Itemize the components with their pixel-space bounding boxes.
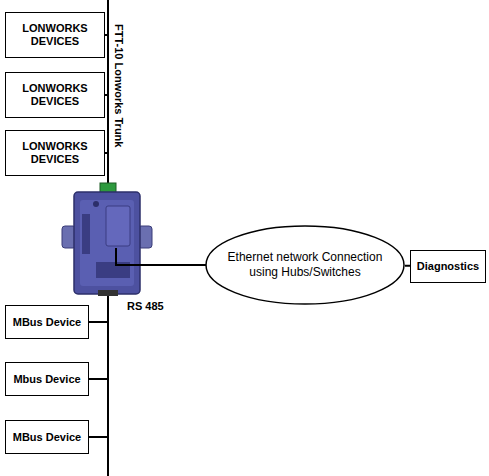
node-text: Mbus Device [13, 373, 80, 386]
trunk-label: FTT-10 Lonworks Trunk [113, 24, 125, 147]
device-box: LONWORKS DEVICES [5, 130, 105, 176]
network-ellipse: Ethernet network Connection using Hubs/S… [205, 225, 405, 305]
process-box: Diagnostics [410, 250, 486, 283]
node-text: Ethernet network Connection using Hubs/S… [220, 250, 390, 280]
node-text: MBus Device [13, 431, 81, 444]
node-text: LONWORKS DEVICES [6, 82, 104, 108]
bus-label: RS 485 [127, 300, 164, 312]
device-box: Mbus Device [5, 362, 89, 396]
device-box: LONWORKS DEVICES [5, 72, 105, 118]
node-text: MBus Device [13, 316, 81, 329]
gateway-illustration [62, 183, 152, 296]
node-text: LONWORKS DEVICES [6, 22, 104, 48]
device-box: MBus Device [5, 305, 89, 339]
node-text: LONWORKS DEVICES [6, 140, 104, 166]
device-box: MBus Device [5, 420, 89, 454]
node-text: Diagnostics [417, 260, 479, 273]
ethernet-wire [116, 248, 206, 265]
device-box: LONWORKS DEVICES [5, 12, 105, 58]
